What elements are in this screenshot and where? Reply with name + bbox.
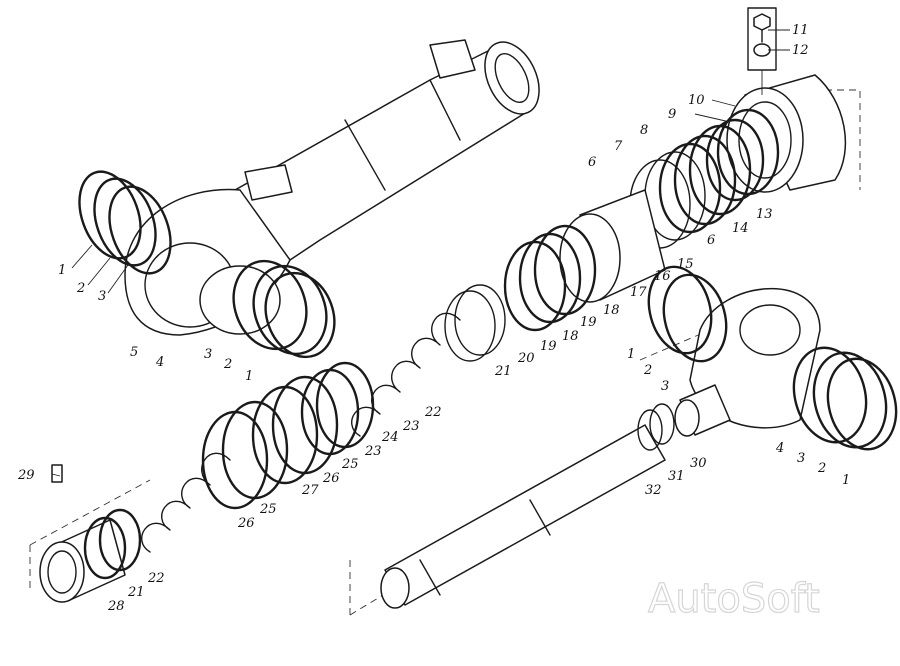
spring-upper xyxy=(351,312,461,437)
end-bushing xyxy=(39,464,142,603)
callout-1: 1 xyxy=(58,263,66,278)
leader-lines xyxy=(51,29,790,477)
callout-30: 30 xyxy=(690,456,707,471)
callout-21b: 21 xyxy=(127,585,145,600)
callout-9: 9 xyxy=(668,107,676,122)
callout-10: 10 xyxy=(688,93,705,108)
callout-7: 7 xyxy=(614,139,623,154)
callout-16: 16 xyxy=(654,269,671,284)
callout-20: 20 xyxy=(517,351,535,366)
callout-28: 28 xyxy=(107,599,125,614)
callout-12: 12 xyxy=(792,43,809,58)
callout-2b: 2 xyxy=(223,357,232,372)
cylinder-body xyxy=(124,39,540,336)
callout-3d: 3 xyxy=(797,451,805,466)
callout-1b: 1 xyxy=(245,369,253,384)
left-eye-rings xyxy=(78,170,336,359)
callout-26: 26 xyxy=(322,471,340,486)
callout-25: 25 xyxy=(341,457,359,472)
callout-6: 6 xyxy=(588,155,596,170)
piston-rod xyxy=(380,384,731,609)
callout-25b: 25 xyxy=(259,502,277,517)
callout-4: 4 xyxy=(155,355,164,370)
callout-5: 5 xyxy=(130,345,138,360)
callout-18b: 18 xyxy=(562,329,579,344)
callout-22: 22 xyxy=(424,405,442,420)
callout-2c: 2 xyxy=(643,363,652,378)
callout-26b: 26 xyxy=(237,516,255,531)
callout-4b: 4 xyxy=(775,441,784,456)
callout-1d: 1 xyxy=(842,473,850,488)
watermark: AutoSoft xyxy=(648,576,820,622)
callout-18: 18 xyxy=(603,303,620,318)
callout-8: 8 xyxy=(640,123,648,138)
callout-3c: 3 xyxy=(661,379,669,394)
callout-3: 3 xyxy=(98,289,106,304)
callout-23: 23 xyxy=(402,419,420,434)
callout-1c: 1 xyxy=(627,347,635,362)
callout-labels: 1 2 3 5 4 3 2 1 11 12 10 9 8 7 6 13 14 6… xyxy=(17,23,850,614)
callout-14: 14 xyxy=(732,221,749,236)
callout-2d: 2 xyxy=(817,461,826,476)
callout-3b: 3 xyxy=(204,347,212,362)
callout-22b: 22 xyxy=(147,571,165,586)
callout-11: 11 xyxy=(792,23,809,38)
callout-23b: 23 xyxy=(364,444,382,459)
callout-31: 31 xyxy=(668,469,685,484)
callout-21: 21 xyxy=(494,364,512,379)
cylinder-head xyxy=(705,74,847,202)
callout-29: 29 xyxy=(17,468,35,483)
callout-17: 17 xyxy=(630,285,647,300)
callout-32: 32 xyxy=(645,483,662,498)
callout-6b: 6 xyxy=(707,233,715,248)
callout-2: 2 xyxy=(76,281,85,296)
callout-27: 27 xyxy=(301,483,319,498)
bolt-and-washer xyxy=(747,7,777,95)
rod-seal-rings xyxy=(201,361,375,510)
callout-19: 19 xyxy=(580,315,597,330)
callout-24: 24 xyxy=(381,430,399,445)
rod-eye-end xyxy=(647,265,898,451)
callout-19b: 19 xyxy=(540,339,557,354)
callout-15: 15 xyxy=(677,257,694,272)
spring-lower xyxy=(141,452,231,553)
callout-13: 13 xyxy=(756,207,773,222)
